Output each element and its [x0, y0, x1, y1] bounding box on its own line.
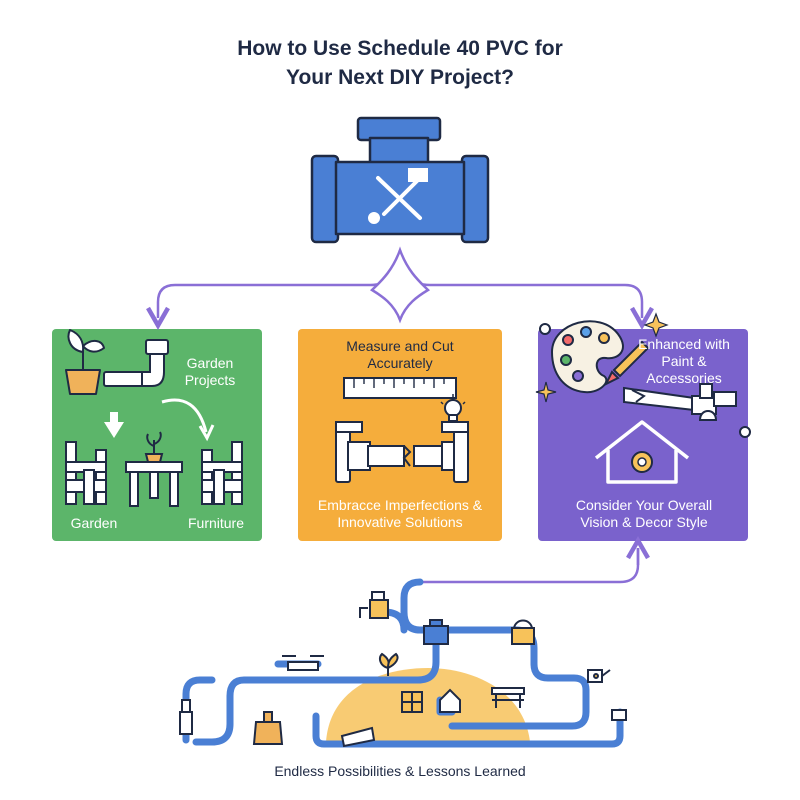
paint-bucket-icon [252, 711, 284, 745]
lightbulb-icon [440, 394, 466, 422]
measure-caption: Embracce Imperfections & Innovative Solu… [317, 497, 483, 530]
page-title: How to Use Schedule 40 PVC for Your Next… [0, 34, 800, 92]
nozzle-icon [587, 669, 611, 683]
dot-icon [539, 323, 551, 335]
ruler-icon [343, 377, 457, 399]
paint-heading: Enhanced with Paint & Accessories [638, 336, 730, 386]
painted-pipe-icon [623, 383, 737, 421]
lamp-icon [611, 709, 627, 721]
sparkle-icon [535, 312, 669, 403]
curved-arrow [161, 398, 208, 433]
saw-icon [340, 726, 376, 748]
pvc-chair-right-icon [201, 441, 243, 505]
connector-arrows [146, 246, 654, 584]
pvc-chair-left-icon [65, 441, 107, 505]
garden-heading: Garden Projects [184, 355, 236, 388]
palette-icon [550, 320, 624, 394]
tee-pipe-icon [310, 116, 490, 244]
faucet-icon [359, 591, 389, 619]
bench-icon [491, 687, 525, 708]
broken-pipe-icon [335, 421, 469, 483]
dot-icon [739, 426, 751, 438]
drone-icon [282, 655, 324, 671]
sprout-icon [379, 652, 399, 676]
elbow-pipe-icon [103, 339, 169, 387]
valve-icon [423, 619, 449, 645]
measure-heading: Measure and Cut Accurately [346, 338, 454, 371]
furniture-label: Furniture [187, 515, 245, 531]
paint-caption: Consider Your Overall Vision & Decor Sty… [575, 497, 713, 530]
paint-can-icon [511, 619, 535, 645]
brush-icon [603, 340, 650, 387]
doghouse-icon [439, 688, 461, 713]
title-line-1: How to Use Schedule 40 PVC for [237, 37, 563, 60]
tools-icon [368, 168, 428, 224]
down-arrow-icon [104, 412, 124, 438]
house-gear-icon [594, 420, 690, 484]
plant-icon [65, 329, 105, 395]
footer-label: Endless Possibilities & Lessons Learned [274, 763, 526, 779]
title-line-2: Your Next DIY Project? [286, 66, 514, 89]
pvc-table-icon [125, 431, 183, 507]
garden-label: Garden [70, 515, 118, 531]
bottle-icon [179, 699, 193, 735]
shelf-icon [401, 691, 423, 713]
